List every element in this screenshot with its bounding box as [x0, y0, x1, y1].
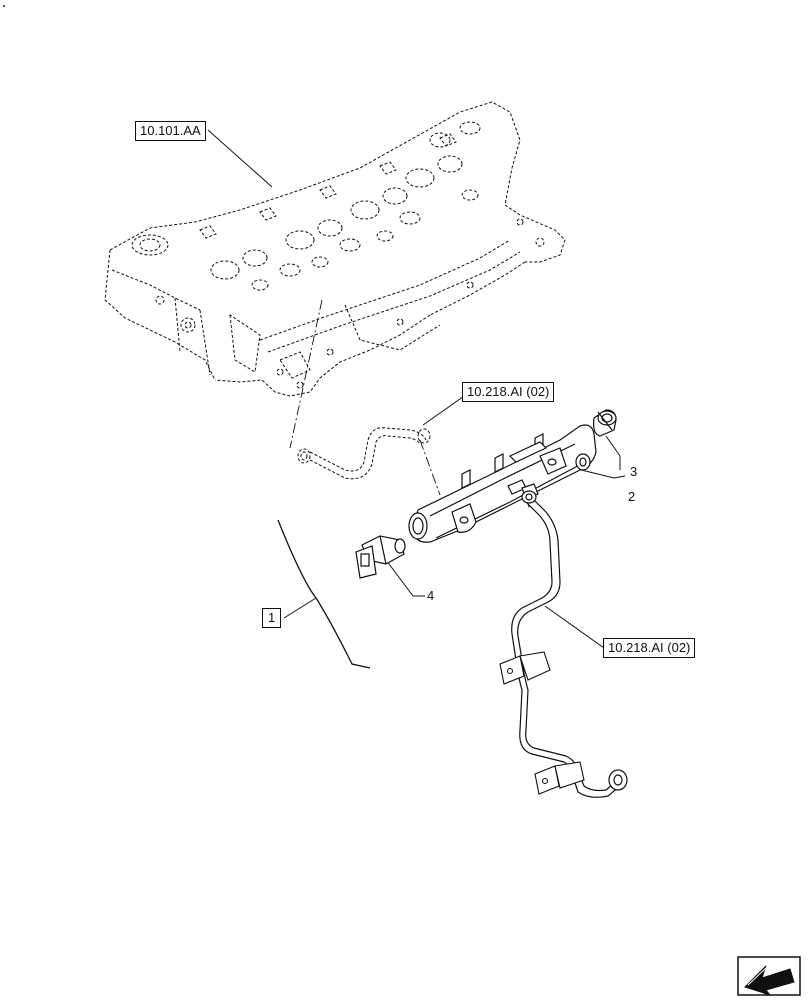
pressure-relief-valve	[593, 409, 617, 437]
corner-mark	[3, 5, 5, 7]
leader-lines	[207, 129, 626, 649]
ref-fuel-line-upper[interactable]: 10.218.AI (02)	[462, 382, 555, 402]
ref-fuel-line-lower[interactable]: 10.218.AI (02)	[603, 638, 696, 658]
fuel-rail	[408, 424, 597, 543]
next-page-arrow-icon[interactable]	[737, 956, 801, 996]
upper-fuel-line	[297, 427, 431, 480]
callout-item-4: 4	[427, 588, 435, 603]
kit-group-bracket	[277, 519, 371, 669]
ref-kit-group[interactable]: 1	[262, 608, 282, 628]
callout-item-3: 3	[630, 464, 638, 479]
callout-item-2: 2	[628, 489, 636, 504]
pipe-clamps	[499, 651, 585, 795]
rail-pressure-sensor	[355, 535, 406, 579]
cylinder-head-drawing	[104, 101, 566, 397]
ref-cylinder-head[interactable]: 10.101.AA	[135, 121, 206, 141]
